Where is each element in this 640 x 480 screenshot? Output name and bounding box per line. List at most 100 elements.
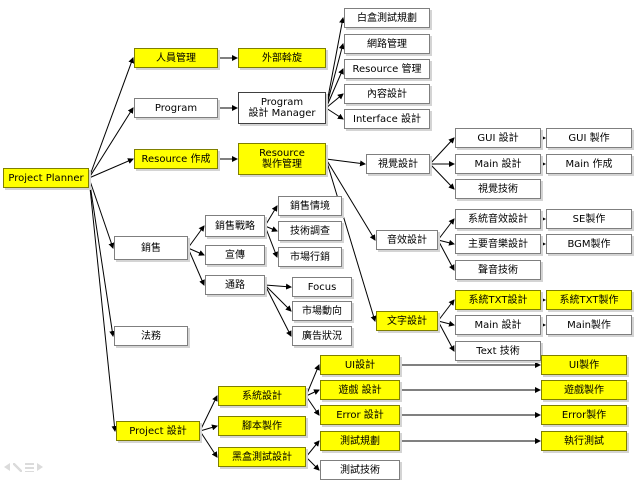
node-program[interactable]: Program: [134, 98, 218, 118]
previous-slide-icon[interactable]: [4, 463, 10, 471]
pen-icon[interactable]: [13, 463, 22, 472]
connector-system_design-to-game_design: [305, 389, 320, 397]
connector-resource_production_mgmt-to-audio_design: [325, 158, 376, 241]
node-market-sales[interactable]: 市場行銷: [278, 247, 342, 267]
node-system-txt-design[interactable]: 系統TXT設計: [455, 290, 541, 310]
node-ad-status[interactable]: 廣告狀況: [292, 326, 352, 346]
node-system-design[interactable]: 系統設計: [218, 386, 306, 406]
connector-program_design_manager-to-white_box_test_plan: [325, 17, 346, 109]
connector-audio_design-to-audio_tech: [437, 239, 455, 271]
connector-text_design-to-system_txt_design: [437, 299, 455, 322]
node-system-sfx-design[interactable]: 系統音效設計: [455, 209, 541, 229]
node-staff-management[interactable]: 人員管理: [134, 48, 218, 68]
connector-resource_production_mgmt-to-text_design: [325, 158, 377, 322]
node-white-box-test-plan[interactable]: 白盒測試規劃: [344, 8, 430, 28]
node-resource-create[interactable]: Resource 作成: [134, 149, 218, 169]
connector-root-to-resource_create: [88, 158, 134, 179]
connector-sales_strategy-to-sales_info: [264, 205, 278, 227]
node-bgm-production[interactable]: BGM製作: [546, 234, 632, 254]
node-main-production[interactable]: Main製作: [546, 315, 632, 335]
connector-text_design-to-text_tech: [437, 320, 455, 352]
connector-black_box_test_design-to-test_plan: [305, 440, 320, 458]
node-project-planner[interactable]: Project Planner: [3, 168, 89, 188]
connector-project_design-to-black_box_test_design: [199, 430, 218, 458]
node-main-design-visual[interactable]: Main 設計: [455, 154, 541, 174]
node-promotion[interactable]: 宣傳: [205, 245, 265, 265]
node-gui-production[interactable]: GUI 製作: [546, 128, 632, 148]
connector-sales-to-promotion: [187, 247, 205, 256]
node-test-plan[interactable]: 測試規劃: [320, 431, 400, 451]
node-black-box-test-design[interactable]: 黑盒測試設計: [218, 447, 306, 467]
connector-sales-to-sales_strategy: [187, 225, 205, 249]
node-tech-research[interactable]: 技術調查: [278, 221, 342, 241]
connector-sales-to-channels: [187, 247, 205, 286]
node-error-production[interactable]: Error製作: [541, 405, 627, 425]
node-focus[interactable]: Focus: [292, 277, 352, 297]
node-sales-strategy[interactable]: 銷售戰略: [205, 215, 265, 237]
connector-root-to-project_design: [88, 177, 118, 432]
connector-audio_design-to-system_sfx_design: [437, 218, 455, 241]
connector-program_design_manager-to-interface_design: [325, 107, 344, 120]
node-error-design[interactable]: Error 設計: [320, 405, 400, 425]
node-sales[interactable]: 銷售: [114, 236, 188, 260]
node-ui-design[interactable]: UI設計: [320, 355, 400, 375]
node-se-production[interactable]: SE製作: [546, 209, 632, 229]
connector-root-to-sales: [88, 177, 115, 249]
node-audio-design[interactable]: 音效設計: [376, 230, 438, 250]
node-outsourcing[interactable]: 外部斡旋: [238, 48, 326, 68]
node-main-create[interactable]: Main 作成: [546, 154, 632, 174]
connector-root-to-staff_mgmt: [88, 57, 135, 179]
node-game-design[interactable]: 遊戲 設計: [320, 380, 400, 400]
connector-root-to-program: [88, 107, 134, 179]
node-project-design[interactable]: Project 設計: [116, 421, 200, 441]
connector-black_box_test_design-to-test_tech: [305, 456, 320, 471]
node-market-trends[interactable]: 市場動向: [292, 301, 352, 321]
node-execute-test[interactable]: 執行測試: [541, 431, 627, 451]
slide-controls: [4, 463, 43, 472]
connector-text_design-to-main_design_text: [437, 320, 455, 327]
node-channels[interactable]: 通路: [205, 275, 265, 295]
node-system-txt-production[interactable]: 系統TXT製作: [546, 290, 632, 310]
node-interface-design[interactable]: Interface 設計: [344, 109, 430, 129]
node-audio-tech[interactable]: 聲音技術: [455, 260, 541, 280]
node-game-production[interactable]: 遊戲製作: [541, 380, 627, 400]
connector-system_design-to-ui_design: [305, 364, 320, 397]
node-text-design[interactable]: 文字設計: [376, 311, 438, 331]
node-gui-design[interactable]: GUI 設計: [455, 128, 541, 148]
connector-project_design-to-script_production: [199, 424, 218, 432]
node-text-tech[interactable]: Text 技術: [455, 341, 541, 361]
connector-visual_design-to-visual_tech: [429, 163, 455, 190]
connector-channels-to-focus: [264, 283, 292, 290]
node-visual-tech[interactable]: 視覺技術: [455, 179, 541, 199]
connector-audio_design-to-main_music_design: [437, 239, 455, 246]
connector-channels-to-market_trends: [264, 284, 292, 312]
node-resource-production-management[interactable]: Resource 製作管理: [238, 143, 326, 175]
node-legal[interactable]: 法務: [114, 326, 188, 346]
connector-visual_design-to-gui_design: [429, 137, 455, 165]
connector-program_design_manager-to-content_design: [325, 93, 344, 109]
node-program-design-manager[interactable]: Program 設計 Manager: [238, 92, 326, 124]
connector-resource_production_mgmt-to-visual_design: [325, 158, 366, 167]
next-slide-icon[interactable]: [37, 463, 43, 471]
node-script-production[interactable]: 腳本製作: [218, 416, 306, 436]
connector-root-to-legal: [88, 177, 116, 337]
node-main-music-design[interactable]: 主要音樂設計: [455, 234, 541, 254]
node-resource-management[interactable]: Resource 管理: [344, 59, 430, 79]
connector-sales_strategy-to-tech_research: [264, 225, 278, 232]
connector-system_design-to-error_design: [305, 395, 320, 416]
node-visual-design[interactable]: 視覺設計: [366, 154, 430, 174]
node-content-design[interactable]: 內容設計: [344, 84, 430, 104]
node-test-tech[interactable]: 測試技術: [320, 460, 400, 480]
menu-icon[interactable]: [25, 463, 34, 472]
connector-channels-to-ad_status: [264, 284, 292, 337]
node-main-design-text[interactable]: Main 設計: [455, 315, 541, 335]
connector-sales_strategy-to-market_sales: [264, 225, 278, 258]
connector-program_design_manager-to-resource_mgmt: [325, 68, 344, 109]
connector-project_design-to-system_design: [199, 395, 218, 432]
node-sales-info[interactable]: 銷售情境: [278, 196, 342, 216]
connector-program_design_manager-to-network_mgmt: [325, 43, 345, 109]
node-network-management[interactable]: 網路管理: [344, 34, 430, 54]
node-ui-production[interactable]: UI製作: [541, 355, 627, 375]
